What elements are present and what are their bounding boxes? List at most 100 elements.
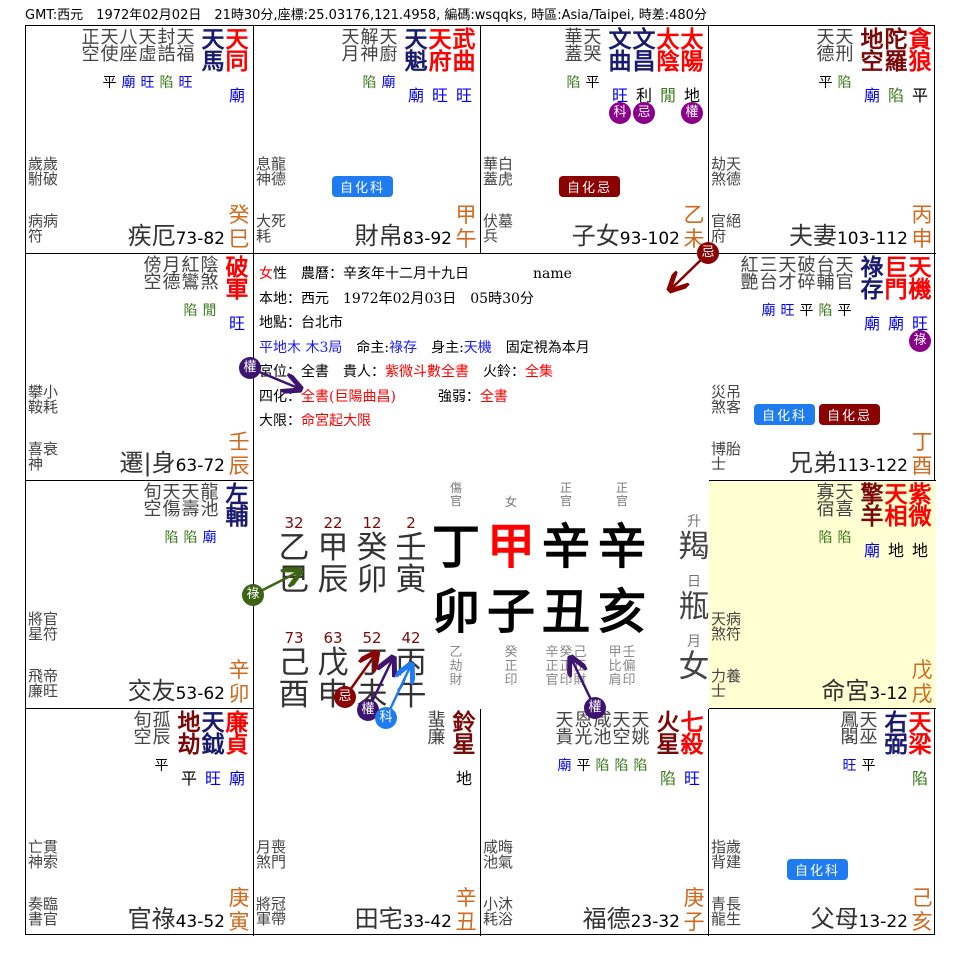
- major-stars: 文曲旺科文昌利忌太陰閒太陽地權: [608, 29, 704, 124]
- sihua-badge: 祿: [909, 330, 931, 352]
- palace-title[interactable]: 遷|身63-72: [120, 443, 226, 478]
- self-transform-badges: 自化科自化忌: [754, 404, 881, 425]
- dayun-branch: 卯: [356, 562, 388, 598]
- shensha-upper: 咸晦池氣: [483, 840, 513, 870]
- palace-title[interactable]: 夫妻103-112: [789, 216, 908, 251]
- shensha-line: 軍帶: [256, 910, 287, 928]
- palace-title[interactable]: 交友53-62: [128, 671, 225, 706]
- star-area: 正空天使八座天虛封誥天福平廟旺陷旺天馬天同廟: [75, 27, 249, 106]
- star-name: 鈴星: [452, 710, 476, 758]
- flying-sihua-權-badge[interactable]: 權: [584, 697, 606, 719]
- palace-title[interactable]: 命宮3-12: [821, 671, 908, 706]
- star-name: 地劫: [177, 710, 201, 758]
- brightness-label: [162, 300, 181, 320]
- star-area: 天德天刑平陷地空廟陀羅陷貪狼平: [810, 29, 932, 106]
- minor-star: 紅艷: [740, 255, 759, 293]
- heavenly-stem: 己: [911, 886, 933, 910]
- age-range: 83-92: [402, 229, 452, 249]
- minor-star: 正空: [81, 27, 100, 65]
- shensha-line: 煞符: [711, 625, 742, 643]
- flying-sihua-祿-badge[interactable]: 祿: [242, 584, 264, 606]
- major-star: 巨門廟: [884, 257, 908, 352]
- star-name: 文曲: [608, 27, 632, 75]
- shensha-upper: 天病煞符: [711, 612, 741, 642]
- palace-title[interactable]: 官祿43-52: [128, 899, 225, 934]
- star-name: 右弼: [884, 710, 908, 758]
- shensha-line: 神德: [256, 170, 287, 188]
- flying-sihua-權-badge[interactable]: 權: [239, 357, 261, 379]
- palace-xiongdi[interactable]: 紅艷三台天才破碎台輔天官廟旺平陷平祿存廟巨門廟天機旺祿災吊煞客博胎士自化科自化忌…: [709, 254, 936, 481]
- minor-star: 孤辰: [152, 710, 171, 748]
- brightness-label: 地: [887, 541, 904, 560]
- brightness-label: 平: [154, 758, 169, 774]
- minor-star-names: 傍空月德紅鸞陰煞: [143, 257, 219, 292]
- brightness-label: 旺: [178, 75, 193, 91]
- star-name: 天梁: [908, 710, 932, 758]
- minor-star: 鳳閣: [840, 710, 859, 748]
- palace-name: 遷|身: [119, 449, 176, 477]
- palace-title[interactable]: 兄弟113-122: [789, 443, 908, 478]
- bazi-shishen-label: 傷官: [449, 481, 462, 508]
- minor-star: 天姚: [631, 710, 650, 748]
- minor-star-names: 天月解神天廚: [341, 29, 398, 64]
- minor-star: 天傷: [162, 482, 181, 520]
- self-transform-ji-badge[interactable]: 自化忌: [559, 176, 621, 197]
- self-transform-ji-badge[interactable]: 自化忌: [819, 404, 881, 425]
- palace-name: 交友: [127, 677, 176, 705]
- flying-sihua-忌-badge[interactable]: 忌: [334, 686, 356, 708]
- shensha-line: 大死: [256, 212, 287, 230]
- shensha-line: 士: [711, 455, 727, 473]
- heavenly-stem: 庚: [683, 886, 705, 910]
- minor-stars: 旬空天傷天壽龍池陷陷廟: [143, 484, 219, 547]
- brightness-label: 陷: [911, 769, 928, 788]
- brightness-label: 平: [837, 303, 852, 319]
- palace-ganzhi: 甲午: [455, 203, 477, 251]
- hidden-stem: 壬偏印: [622, 645, 636, 688]
- dayun-stem: 丁: [356, 645, 388, 681]
- flying-sihua-權-badge[interactable]: 權: [357, 699, 379, 721]
- palace-title[interactable]: 福德23-32: [583, 899, 680, 934]
- brightness-label: 廟: [863, 314, 880, 333]
- brightness-label: 廟: [202, 530, 217, 546]
- palace-ganzhi: 庚子: [683, 886, 705, 934]
- age-range: 3-12: [869, 684, 908, 704]
- sihua-badge: 忌: [633, 102, 655, 124]
- shensha-line: 病病: [28, 212, 59, 230]
- brightness-label: 陷: [566, 75, 581, 91]
- age-range: 103-112: [836, 229, 908, 249]
- shensha-line: 耗: [256, 227, 272, 245]
- palace-title[interactable]: 子女93-102: [572, 216, 680, 251]
- major-stars: 擎羊廟天相地紫微地: [860, 484, 932, 561]
- dayun-age: 12: [362, 514, 382, 532]
- palace-title[interactable]: 財帛83-92: [355, 216, 452, 251]
- flying-sihua-忌-badge[interactable]: 忌: [697, 242, 719, 264]
- shensha-line: 鞍耗: [28, 398, 59, 416]
- palace-title[interactable]: 疾厄73-82: [128, 216, 225, 251]
- minor-stars: 旬空孤辰平: [133, 712, 171, 775]
- palace-ganzhi: 庚寅: [228, 886, 250, 934]
- flying-sihua-科-badge[interactable]: 科: [375, 707, 397, 729]
- zodiac-sign: 瓶: [678, 589, 710, 625]
- self-transform-ke-badge[interactable]: 自化科: [754, 404, 816, 425]
- minor-star-names: 旬空天傷天壽龍池: [143, 482, 219, 520]
- self-transform-ke-badge[interactable]: 自化科: [332, 176, 394, 197]
- self-transform-ke-badge[interactable]: 自化科: [787, 859, 849, 880]
- dayun-age: 22: [323, 514, 343, 532]
- brightness-label: 平: [180, 769, 197, 788]
- shensha-line: 指歲: [711, 838, 742, 856]
- palace-title[interactable]: 田宅33-42: [355, 899, 452, 934]
- minor-star-brightness: 廟平陷陷陷: [555, 755, 650, 775]
- palace-ganzhi: 丙申: [911, 203, 933, 251]
- palace-title[interactable]: 父母13-22: [811, 899, 908, 934]
